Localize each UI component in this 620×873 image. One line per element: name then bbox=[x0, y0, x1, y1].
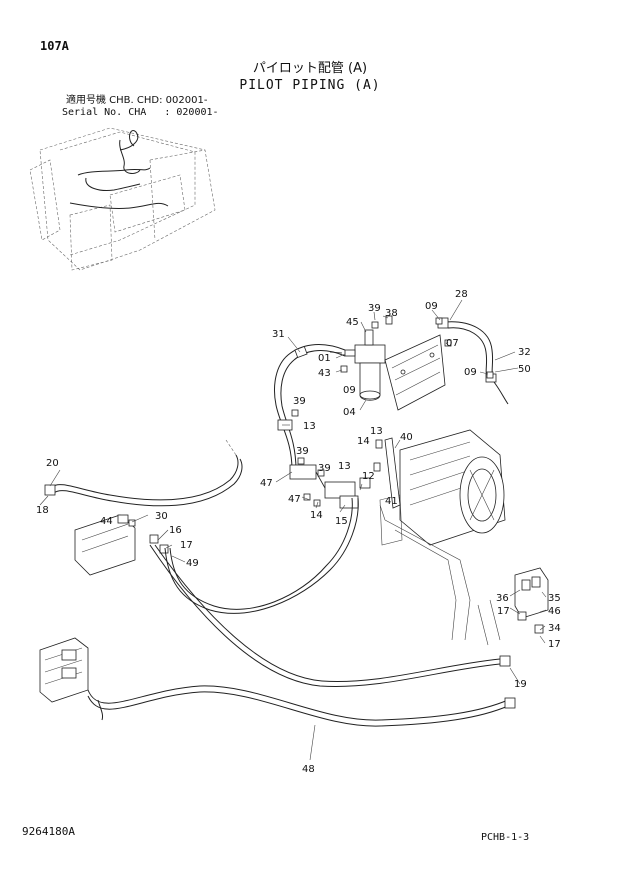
title-english: PILOT PIPING (A) bbox=[239, 78, 381, 93]
callout-16: 16 bbox=[169, 525, 182, 536]
callout-39-d: 39 bbox=[318, 463, 331, 474]
leader-lines bbox=[39, 299, 547, 761]
callout-20: 20 bbox=[46, 458, 59, 469]
callout-32: 32 bbox=[518, 347, 531, 358]
callout-19: 19 bbox=[514, 679, 527, 690]
solenoid-valve-block bbox=[477, 567, 549, 646]
page-number: 107A bbox=[40, 39, 69, 53]
callout-47-b: 47 bbox=[288, 494, 301, 505]
pilot-valve-block bbox=[74, 514, 169, 576]
callout-41: 41 bbox=[385, 496, 398, 507]
callout-17-c: 17 bbox=[548, 639, 561, 650]
callout-40: 40 bbox=[400, 432, 413, 443]
callout-43: 43 bbox=[318, 368, 331, 379]
hose-49 bbox=[164, 497, 359, 614]
callout-12: 12 bbox=[362, 471, 375, 482]
callout-30: 30 bbox=[155, 511, 168, 522]
main-pump bbox=[379, 429, 506, 641]
callout-28: 28 bbox=[455, 289, 468, 300]
hose-28-32 bbox=[437, 317, 509, 405]
callout-31: 31 bbox=[272, 329, 285, 340]
callout-01: 01 bbox=[318, 353, 331, 364]
callout-35: 35 bbox=[548, 593, 561, 604]
mounting-bracket bbox=[384, 334, 446, 411]
callout-34: 34 bbox=[548, 623, 561, 634]
document-number: 9264180A bbox=[22, 825, 75, 838]
callout-38: 38 bbox=[385, 308, 398, 319]
callout-04: 04 bbox=[343, 407, 356, 418]
callout-15: 15 bbox=[335, 516, 348, 527]
callout-46: 46 bbox=[548, 606, 561, 617]
hose-20 bbox=[44, 439, 243, 507]
manifold-blocks bbox=[289, 464, 371, 509]
callout-44: 44 bbox=[100, 516, 113, 527]
callout-13-c: 13 bbox=[338, 461, 351, 472]
callout-48: 48 bbox=[302, 764, 315, 775]
hose-48 bbox=[87, 685, 516, 727]
callout-13: 13 bbox=[303, 421, 316, 432]
callout-labels: 31 28 39 38 09 45 07 32 01 43 09 09 50 0… bbox=[36, 289, 561, 775]
callout-09-b: 09 bbox=[343, 385, 356, 396]
callout-07: 07 bbox=[446, 338, 459, 349]
callout-14: 14 bbox=[357, 436, 370, 447]
callout-39-c: 39 bbox=[296, 446, 309, 457]
control-valve-lower bbox=[39, 637, 89, 703]
callout-09-c: 09 bbox=[464, 367, 477, 378]
serial-applicability-line-1: 適用号機 CHB. CHD: 002001- bbox=[66, 95, 208, 106]
callout-39: 39 bbox=[368, 303, 381, 314]
callout-50: 50 bbox=[518, 364, 531, 375]
callout-18: 18 bbox=[36, 505, 49, 516]
title-japanese: パイロット配管 (A) bbox=[252, 61, 368, 76]
callout-49: 49 bbox=[186, 558, 199, 569]
callout-39-b: 39 bbox=[293, 396, 306, 407]
callout-14-b: 14 bbox=[310, 510, 323, 521]
callout-13-b: 13 bbox=[370, 426, 383, 437]
callout-45: 45 bbox=[346, 317, 359, 328]
machine-overview-sketch bbox=[29, 127, 216, 271]
serial-applicability-line-2: Serial No. CHA : 020001- bbox=[62, 107, 219, 118]
fittings bbox=[128, 315, 494, 527]
callout-17-b: 17 bbox=[497, 606, 510, 617]
callout-47: 47 bbox=[260, 478, 273, 489]
callout-09: 09 bbox=[425, 301, 438, 312]
hose-19 bbox=[149, 544, 511, 688]
hose-31 bbox=[274, 344, 346, 471]
callout-36: 36 bbox=[496, 593, 509, 604]
page-code: PCHB-1-3 bbox=[481, 832, 530, 843]
callout-17: 17 bbox=[180, 540, 193, 551]
pilot-filter-assembly bbox=[329, 329, 386, 401]
